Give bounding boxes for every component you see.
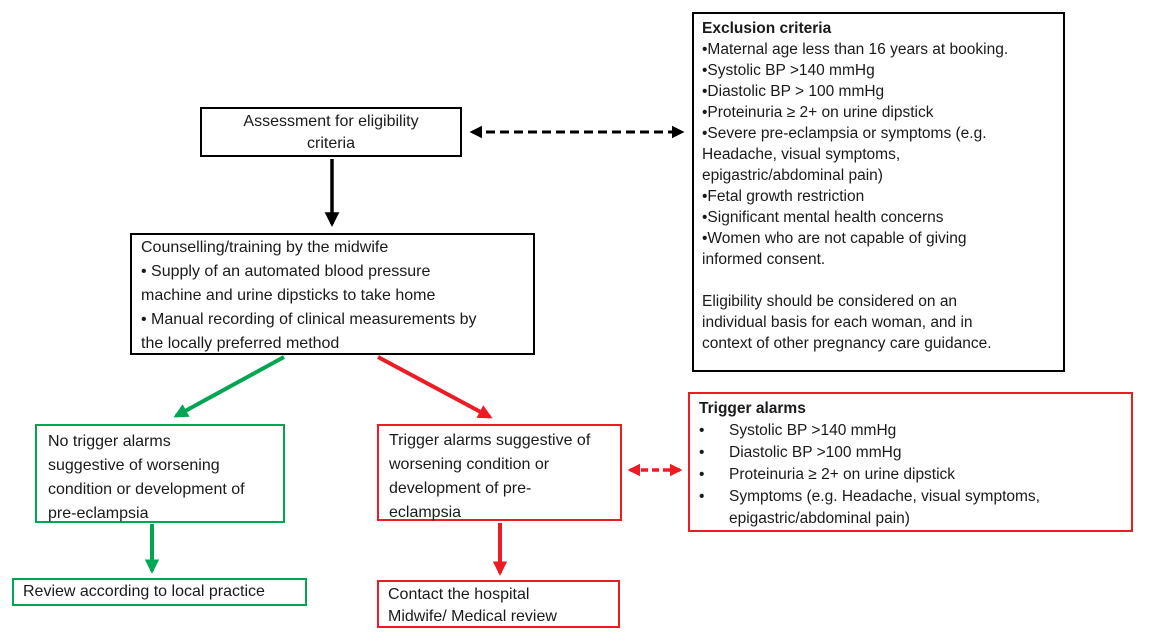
text-line: criteria (306, 135, 355, 152)
text-line: suggestive of worsening (48, 457, 220, 474)
trigger-alarms-title: Trigger alarms (699, 400, 806, 417)
text-line: •Maternal age less than 16 years at book… (702, 41, 1009, 58)
no-trigger-alarms-box: No trigger alarms suggestive of worsenin… (35, 424, 285, 523)
exclusion-criteria-box: Exclusion criteria •Maternal age less th… (692, 12, 1065, 372)
text-line: •Proteinuria ≥ 2+ on urine dipstick (702, 104, 934, 121)
text-line: condition or development of (48, 481, 245, 498)
text-line: informed consent. (702, 251, 826, 268)
contact-hospital-box: Contact the hospital Midwife/ Medical re… (377, 580, 620, 628)
list-item-text: Diastolic BP >100 mmHg (729, 444, 902, 461)
review-box: Review according to local practice (12, 578, 307, 606)
text-line: individual basis for each woman, and in (702, 314, 973, 331)
text-line: worsening condition or (389, 456, 550, 473)
text-line: •Systolic BP >140 mmHg (702, 62, 875, 79)
exclusion-title: Exclusion criteria (702, 20, 832, 37)
text-line: pre-eclampsia (48, 505, 149, 522)
list-item: • Systolic BP >140 mmHg (699, 420, 1131, 442)
trigger-alarms-suggestive-box: Trigger alarms suggestive of worsening c… (377, 424, 622, 521)
text-line: • Supply of an automated blood pressure (141, 263, 431, 280)
text-line: Trigger alarms suggestive of (389, 432, 591, 449)
text-line: development of pre- (389, 480, 532, 497)
text-line: •Significant mental health concerns (702, 209, 944, 226)
text-line: Review according to local practice (23, 583, 265, 600)
text-line: context of other pregnancy care guidance… (702, 335, 992, 352)
list-item: • Diastolic BP >100 mmHg (699, 442, 1131, 464)
text-line: eclampsia (389, 504, 462, 521)
text-line: Assessment for eligibility (243, 113, 419, 130)
text-line: •Severe pre-eclampsia or symptoms (e.g. (702, 125, 987, 142)
list-item-text: Symptoms (e.g. Headache, visual symptoms… (729, 488, 1040, 527)
text-line: Headache, visual symptoms, (702, 146, 901, 163)
arrow-counselling-to-trigger (377, 355, 493, 419)
bullet-icon: • (699, 422, 705, 439)
bullet-icon: • (699, 444, 705, 461)
counselling-box: Counselling/training by the midwife • Su… (130, 233, 535, 355)
text-line: Counselling/training by the midwife (141, 239, 389, 256)
list-item: • Proteinuria ≥ 2+ on urine dipstick (699, 464, 1131, 486)
text-line: No trigger alarms (48, 433, 171, 450)
trigger-alarms-box: Trigger alarms • Systolic BP >140 mmHg •… (688, 392, 1133, 532)
text-line: •Women who are not capable of giving (702, 230, 967, 247)
text-line: the locally preferred method (141, 335, 340, 352)
bullet-icon: • (699, 466, 705, 483)
blank-line (702, 270, 1063, 291)
text-line: epigastric/abdominal pain) (702, 167, 883, 184)
text-line: Eligibility should be considered on an (702, 293, 958, 310)
arrow-counselling-to-no-trigger (173, 355, 285, 418)
assessment-box: Assessment for eligibility criteria (200, 107, 462, 157)
bullet-icon: • (699, 488, 705, 505)
list-item: • Symptoms (e.g. Headache, visual sympto… (699, 486, 1131, 530)
text-line: Contact the hospital (388, 586, 530, 603)
list-item-text: Proteinuria ≥ 2+ on urine dipstick (729, 466, 956, 483)
list-item-text: Systolic BP >140 mmHg (729, 422, 897, 439)
text-line: machine and urine dipsticks to take home (141, 287, 436, 304)
text-line: •Diastolic BP > 100 mmHg (702, 83, 885, 100)
text-line: Midwife/ Medical review (388, 608, 557, 625)
text-line: • Manual recording of clinical measureme… (141, 311, 477, 328)
text-line: •Fetal growth restriction (702, 188, 865, 205)
